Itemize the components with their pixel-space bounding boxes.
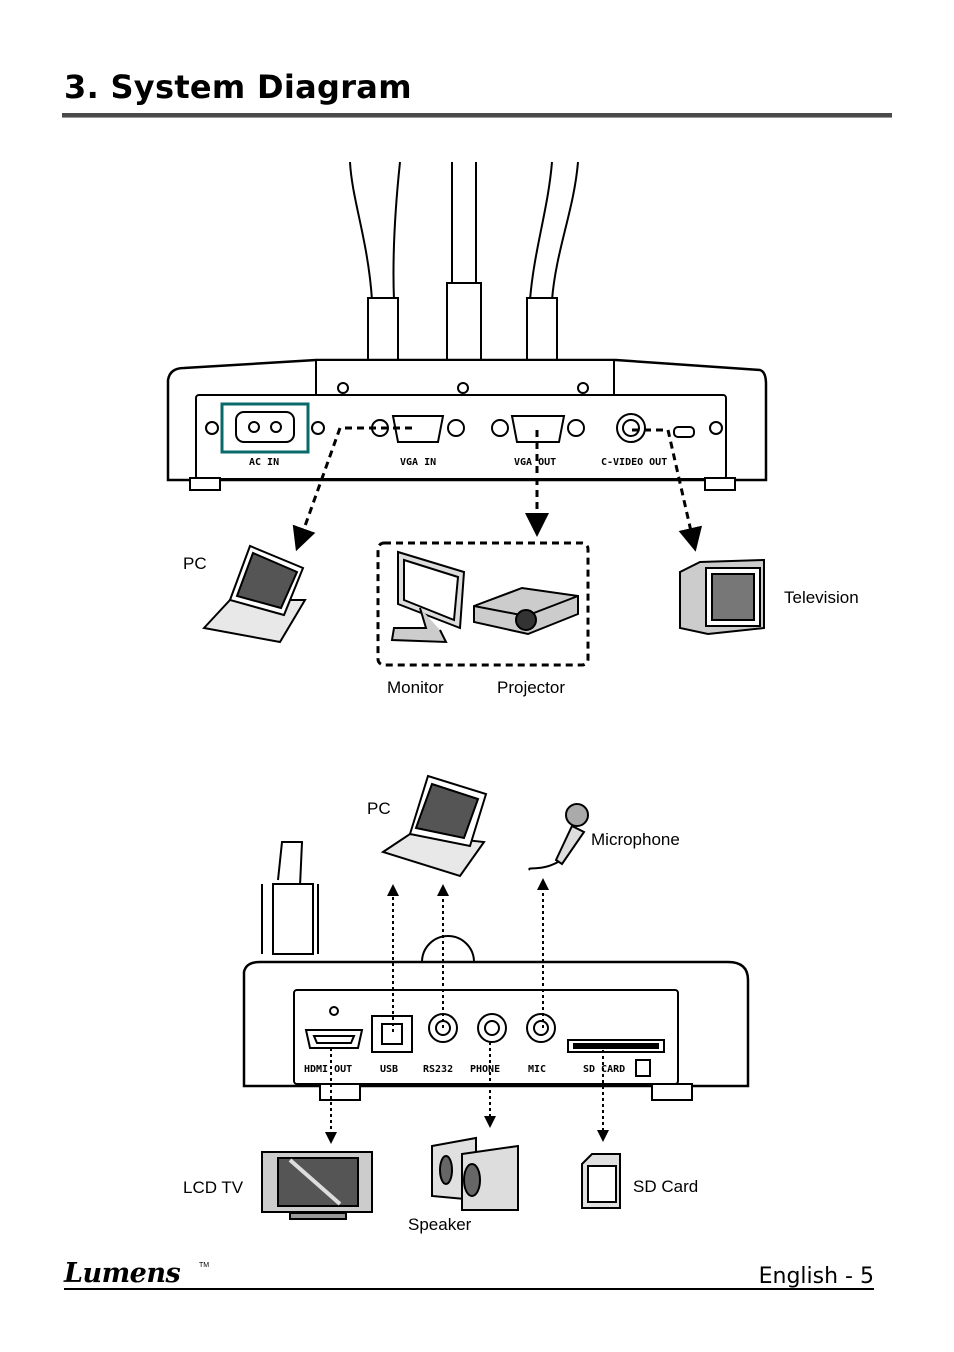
brand-logo: Lumens <box>64 1258 181 1289</box>
label-speaker: Speaker <box>408 1215 472 1234</box>
footer-divider <box>64 1288 874 1290</box>
title-divider <box>62 113 892 117</box>
lcd-tv-icon <box>261 1151 373 1220</box>
port-label-sd-card: SD CARD <box>583 1064 625 1075</box>
microphone-icon <box>528 803 589 871</box>
speaker-icon <box>431 1136 519 1211</box>
laptop-pc-icon-bottom <box>380 774 488 878</box>
label-monitor: Monitor <box>387 678 444 697</box>
label-pc-top: PC <box>183 554 207 573</box>
laptop-pc-icon <box>202 544 307 644</box>
camera-side-view <box>242 841 750 1101</box>
label-sd-card: SD Card <box>633 1177 699 1196</box>
port-label-mic: MIC <box>528 1064 546 1075</box>
top-connections <box>292 426 703 667</box>
port-label-vga-in: VGA IN <box>400 457 436 468</box>
label-projector: Projector <box>497 678 566 697</box>
bottom-port-labels: HDMI OUT USB RS232 PHONE MIC SD CARD <box>304 1064 625 1075</box>
page-number: English - 5 <box>758 1264 874 1289</box>
port-label-vga-out: VGA OUT <box>514 457 556 468</box>
top-port-labels: AC IN VGA IN VGA OUT C-VIDEO OUT <box>249 457 667 468</box>
page-title: 3. System Diagram <box>64 68 412 106</box>
title-divider-shadow <box>62 117 892 118</box>
label-lcd-tv: LCD TV <box>183 1178 244 1197</box>
port-label-ac-in: AC IN <box>249 457 279 468</box>
label-microphone: Microphone <box>591 830 680 849</box>
sd-card-icon <box>581 1153 621 1209</box>
label-television: Television <box>784 588 859 607</box>
port-label-usb: USB <box>380 1064 398 1075</box>
port-label-phone: PHONE <box>470 1064 500 1075</box>
port-label-hdmi-out: HDMI OUT <box>304 1064 352 1075</box>
bottom-connections <box>325 878 609 1144</box>
monitor-icon <box>390 550 466 644</box>
port-label-rs232: RS232 <box>423 1064 453 1075</box>
port-label-c-video-out: C-VIDEO OUT <box>601 457 667 468</box>
television-icon <box>679 558 765 636</box>
label-pc-bottom: PC <box>367 799 391 818</box>
camera-rear-view <box>166 161 768 491</box>
trademark-mark: TM <box>199 1262 210 1269</box>
projector-icon <box>473 586 579 636</box>
